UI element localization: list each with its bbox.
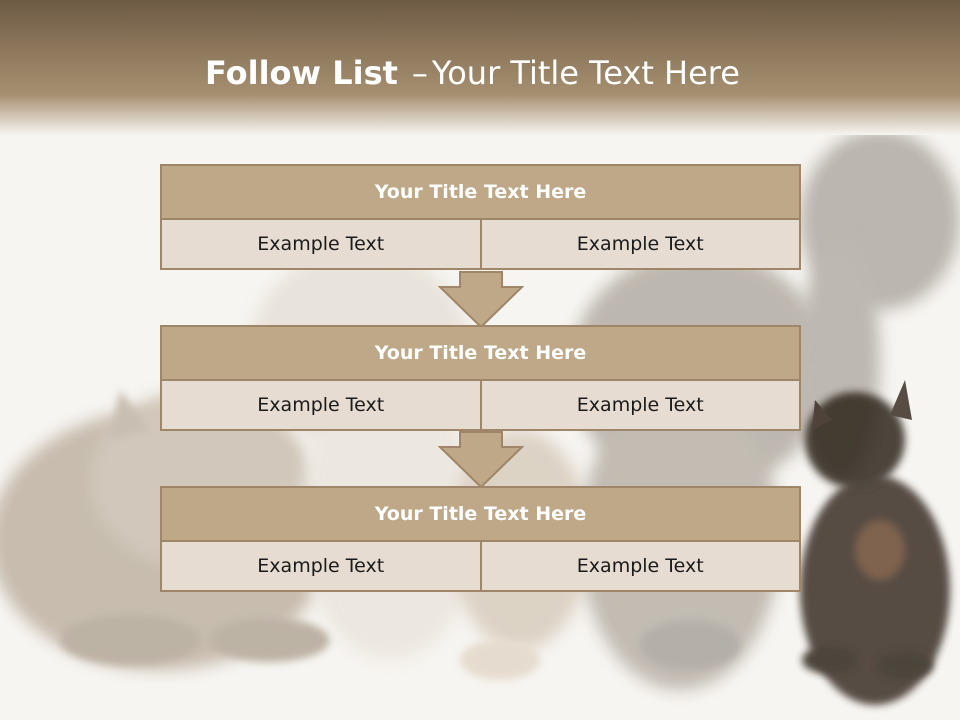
list-block-title: Your Title Text Here [160, 164, 801, 220]
down-arrow-icon [438, 431, 524, 489]
list-block-cell-right: Example Text [481, 542, 801, 592]
list-block-cell-left: Example Text [160, 220, 482, 270]
list-block-2: Your Title Text Here Example Text Exampl… [160, 325, 801, 431]
list-block-cell-left: Example Text [160, 381, 482, 431]
title-band [0, 0, 960, 135]
slide-title-separator: – [411, 54, 428, 92]
list-block-cell-right: Example Text [481, 381, 801, 431]
slide-title-rest: Your Title Text Here [431, 54, 740, 92]
list-block-row: Example Text Example Text [160, 220, 801, 270]
list-block-row: Example Text Example Text [160, 381, 801, 431]
slide-title: Follow List–Your Title Text Here [0, 54, 945, 92]
list-block-title: Your Title Text Here [160, 325, 801, 381]
slide-title-bold: Follow List [205, 54, 398, 92]
list-block-1: Your Title Text Here Example Text Exampl… [160, 164, 801, 270]
list-block-title: Your Title Text Here [160, 486, 801, 542]
list-block-3: Your Title Text Here Example Text Exampl… [160, 486, 801, 592]
down-arrow-icon [438, 271, 524, 329]
list-block-row: Example Text Example Text [160, 542, 801, 592]
list-block-cell-left: Example Text [160, 542, 482, 592]
list-block-cell-right: Example Text [481, 220, 801, 270]
